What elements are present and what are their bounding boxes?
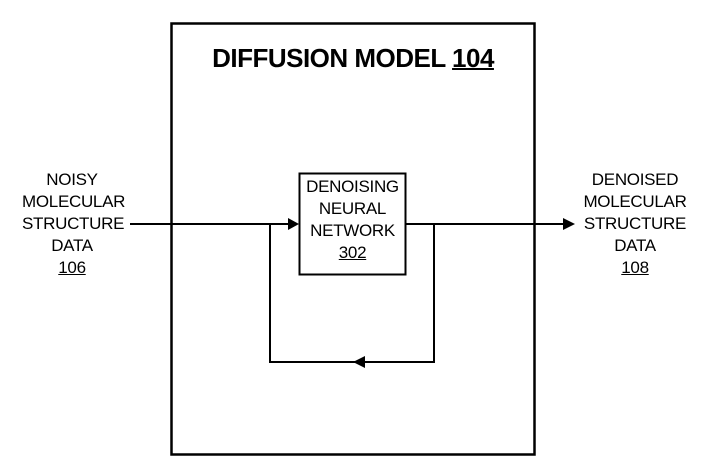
output-line: STRUCTURE [583,214,687,233]
input-line: NOISY [46,170,98,189]
inner-box-line: NETWORK [310,221,395,240]
output-line: MOLECULAR [583,192,687,211]
output-ref: 108 [621,258,649,277]
input-line: MOLECULAR [22,192,126,211]
input-ref: 106 [58,258,86,277]
diffusion-model-title: DIFFUSION MODEL 104 [171,42,535,74]
denoising-neural-network-label: DENOISING NEURAL NETWORK 302 [299,176,406,264]
inner-box-ref: 302 [338,243,367,262]
feedback-arrowhead [353,356,365,368]
input-arrowhead [288,218,299,230]
input-line: STRUCTURE [22,214,125,233]
output-arrowhead [563,218,575,230]
inner-box-line: DENOISING [306,177,399,196]
output-label: DENOISED MOLECULAR STRUCTURE DATA 108 [583,169,687,279]
diffusion-model-title-text: DIFFUSION MODEL [212,43,446,73]
denoising-neural-network-box [298,172,407,276]
input-label: NOISY MOLECULAR STRUCTURE DATA 106 [22,169,126,279]
output-line: DATA [614,236,656,255]
input-line: DATA [51,236,93,255]
feedback-loop-line [269,224,435,363]
inner-box-line: NEURAL [318,199,387,218]
output-line: DENOISED [591,170,679,189]
diffusion-model-box [170,22,536,456]
diffusion-model-ref: 104 [452,43,494,73]
